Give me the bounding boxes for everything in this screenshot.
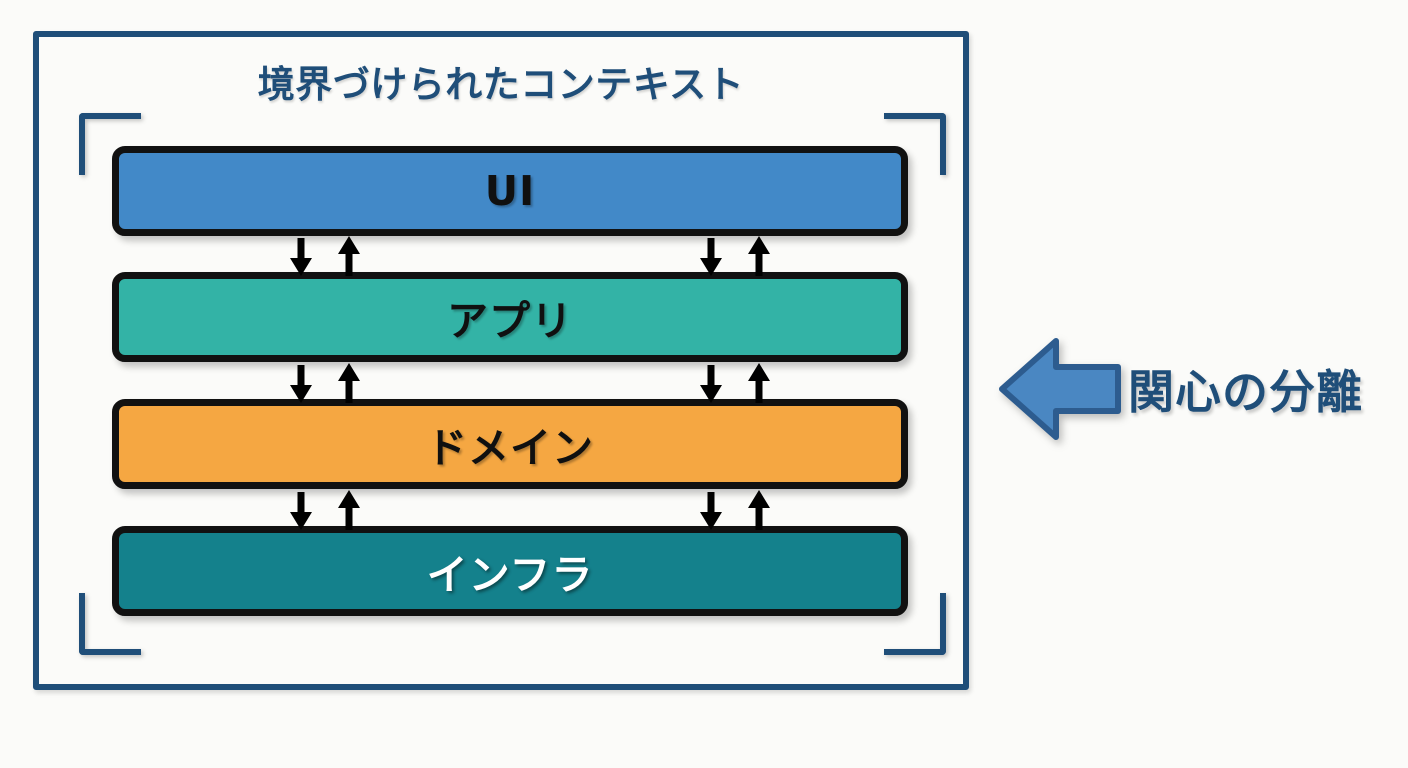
bracket-corner-bottom-right (884, 593, 946, 655)
layer-label-domain: ドメイン (426, 424, 594, 472)
bounded-context-frame (33, 31, 969, 690)
connector-arrow-down (698, 363, 724, 403)
connector-arrow-down (288, 236, 314, 276)
connector-arrow-down (698, 490, 724, 530)
bracket-corner-bottom-left (79, 593, 141, 655)
bracket-corner-top-right (884, 113, 946, 175)
layer-box-infra[interactable]: インフラ (112, 526, 908, 616)
connector-arrow-up (336, 363, 362, 403)
layer-box-app[interactable]: アプリ (112, 272, 908, 362)
bracket-corner-top-left (79, 113, 141, 175)
connector-arrow-up (746, 490, 772, 530)
layer-label-app: アプリ (447, 297, 573, 345)
layer-box-domain[interactable]: ドメイン (112, 399, 908, 489)
connector-arrow-up (336, 236, 362, 276)
connector-arrow-down (698, 236, 724, 276)
layer-label-ui: UI (484, 167, 536, 215)
connector-arrow-up (336, 490, 362, 530)
connector-arrow-down (288, 490, 314, 530)
separation-of-concerns-label: 関心の分離 (1128, 365, 1363, 419)
bounded-context-title: 境界づけられたコンテキスト (257, 63, 745, 106)
connector-arrow-up (746, 236, 772, 276)
layer-label-infra: インフラ (426, 551, 594, 599)
connector-arrow-down (288, 363, 314, 403)
separation-of-concerns-arrow-icon (998, 337, 1122, 441)
connector-arrow-up (746, 363, 772, 403)
layer-box-ui[interactable]: UI (112, 146, 908, 236)
